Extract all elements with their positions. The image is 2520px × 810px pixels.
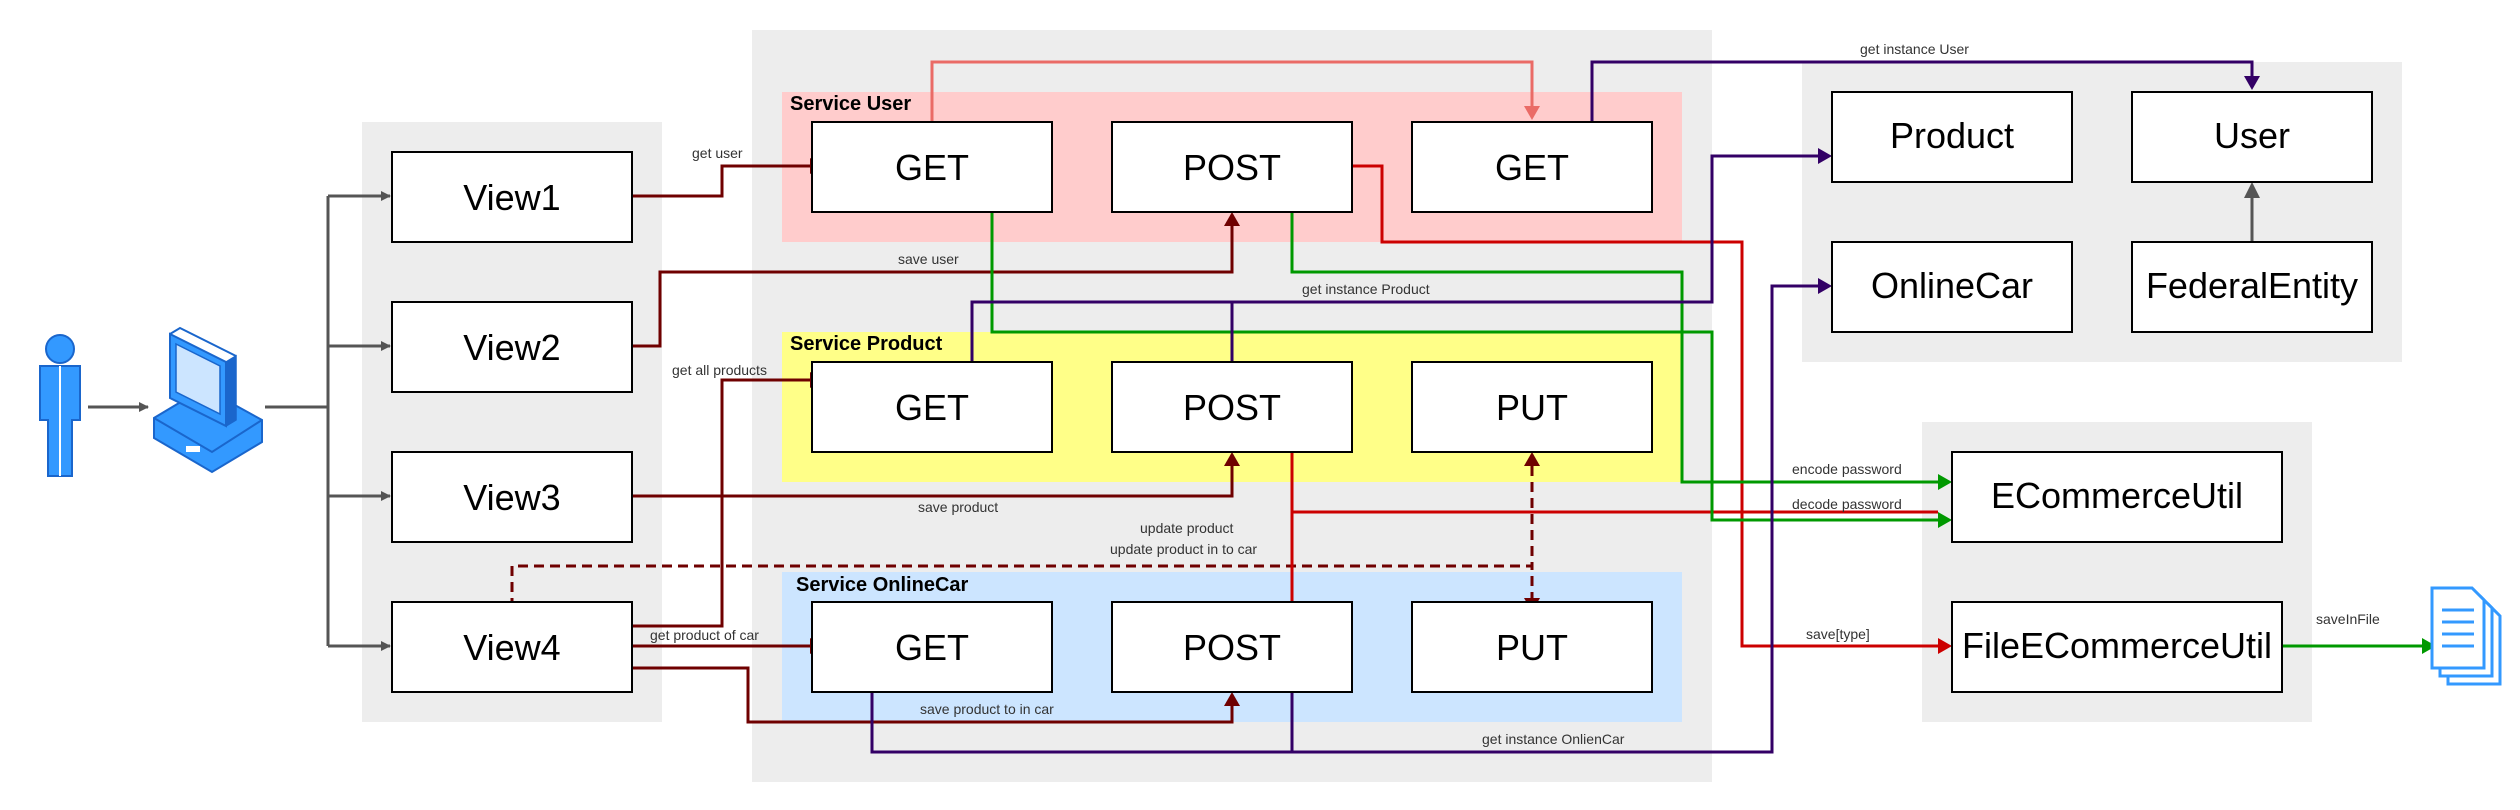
edge-view1-get-user xyxy=(632,164,810,198)
edge-get-instance-user xyxy=(1590,60,2254,122)
product-put-label: PUT xyxy=(1496,387,1568,428)
onlinecar-post-box[interactable]: POST xyxy=(1111,601,1353,693)
onlinecar-entity-label: OnlineCar xyxy=(1871,265,2033,306)
label-get-instance-onliencar: get instance OnlienCar xyxy=(1482,731,1625,747)
onlinecar-post-label: POST xyxy=(1183,627,1281,668)
federalentity-label: FederalEntity xyxy=(2146,265,2358,306)
edge-decode-password-green xyxy=(990,212,1938,522)
service-onlinecar-title: Service OnlineCar xyxy=(796,574,969,596)
user-get-box[interactable]: GET xyxy=(811,121,1053,213)
fileecommerceutil-box[interactable]: FileECommerceUtil xyxy=(1951,601,2283,693)
view4-label: View4 xyxy=(463,627,560,668)
edge-view3-save-product xyxy=(632,466,1234,498)
product-entity-box[interactable]: Product xyxy=(1831,91,2073,183)
arrowhead xyxy=(1938,638,1952,654)
arrowhead xyxy=(2244,182,2260,198)
user-post-box[interactable]: POST xyxy=(1111,121,1353,213)
view1-box[interactable]: View1 xyxy=(391,151,633,243)
label-decode-password: decode password xyxy=(1792,496,1902,512)
product-get-label: GET xyxy=(895,387,969,428)
label-save-type: save[type] xyxy=(1806,626,1870,642)
service-product-title: Service Product xyxy=(790,333,943,355)
arrowhead xyxy=(1224,452,1240,466)
view4-box[interactable]: View4 xyxy=(391,601,633,693)
onlinecar-get-box[interactable]: GET xyxy=(811,601,1053,693)
product-post-box[interactable]: POST xyxy=(1111,361,1353,453)
label-get-product-of-car: get product of car xyxy=(650,627,759,643)
product-put-box[interactable]: PUT xyxy=(1411,361,1653,453)
view3-label: View3 xyxy=(463,477,560,518)
onlinecar-put-label: PUT xyxy=(1496,627,1568,668)
arrowhead xyxy=(1524,452,1540,466)
edge-encode-password xyxy=(1290,212,1938,484)
user-person-icon xyxy=(39,334,81,477)
edge-view4-update-product xyxy=(510,564,1534,608)
user-entity-label: User xyxy=(2214,115,2290,156)
label-get-all-products: get all products xyxy=(672,362,767,378)
arrowhead xyxy=(1818,148,1832,164)
user-get2-label: GET xyxy=(1495,147,1569,188)
arrowhead xyxy=(1938,512,1952,528)
edge-user-post-save-type xyxy=(1352,164,1938,648)
label-update-product-in-to-car: update product in to car xyxy=(1110,541,1257,557)
arrowhead xyxy=(2244,76,2260,90)
product-get-box[interactable]: GET xyxy=(811,361,1053,453)
label-update-product: update product xyxy=(1140,520,1234,536)
arrowhead xyxy=(1818,278,1832,294)
label-save-product: save product xyxy=(918,499,998,515)
onlinecar-get-label: GET xyxy=(895,627,969,668)
label-save-user: save user xyxy=(898,251,959,267)
user-get2-box[interactable]: GET xyxy=(1411,121,1653,213)
onlinecar-entity-box[interactable]: OnlineCar xyxy=(1831,241,2073,333)
onlinecar-put-box[interactable]: PUT xyxy=(1411,601,1653,693)
view1-label: View1 xyxy=(463,177,560,218)
federalentity-box[interactable]: FederalEntity xyxy=(2131,241,2373,333)
label-save-product-to-in-car: save product to in car xyxy=(920,701,1054,717)
arrowhead xyxy=(1224,212,1240,226)
fileecommerceutil-label: FileECommerceUtil xyxy=(1962,625,2272,666)
label-get-instance-product: get instance Product xyxy=(1302,281,1430,297)
edge-get-instance-onliencar xyxy=(870,284,1818,754)
documents-file-icon xyxy=(2430,586,2502,686)
user-get-label: GET xyxy=(895,147,969,188)
computer-workstation-icon xyxy=(153,326,263,474)
arrowhead xyxy=(1224,692,1240,706)
label-save-in-file: saveInFile xyxy=(2316,611,2380,627)
view2-box[interactable]: View2 xyxy=(391,301,633,393)
view3-box[interactable]: View3 xyxy=(391,451,633,543)
product-entity-label: Product xyxy=(1890,115,2014,156)
label-get-user: get user xyxy=(692,145,743,161)
edge-view4-save-product-to-in-car xyxy=(632,666,1234,724)
edge-view4-get-all-products xyxy=(632,378,810,628)
label-encode-password: encode password xyxy=(1792,461,1902,477)
ecommerceutil-label: ECommerceUtil xyxy=(1991,475,2243,516)
edge-view2-save-user xyxy=(632,226,1234,348)
arrowhead xyxy=(1524,106,1540,120)
ecommerceutil-box[interactable]: ECommerceUtil xyxy=(1951,451,2283,543)
edge-get-instance-product xyxy=(970,154,1818,362)
user-entity-box[interactable]: User xyxy=(2131,91,2373,183)
label-get-instance-user: get instance User xyxy=(1860,41,1969,57)
view2-label: View2 xyxy=(463,327,560,368)
service-user-title: Service User xyxy=(790,93,911,115)
user-post-label: POST xyxy=(1183,147,1281,188)
arrowhead xyxy=(1938,474,1952,490)
arrowhead xyxy=(2422,638,2436,654)
product-post-label: POST xyxy=(1183,387,1281,428)
edge-user-get-to-get xyxy=(930,60,1534,122)
